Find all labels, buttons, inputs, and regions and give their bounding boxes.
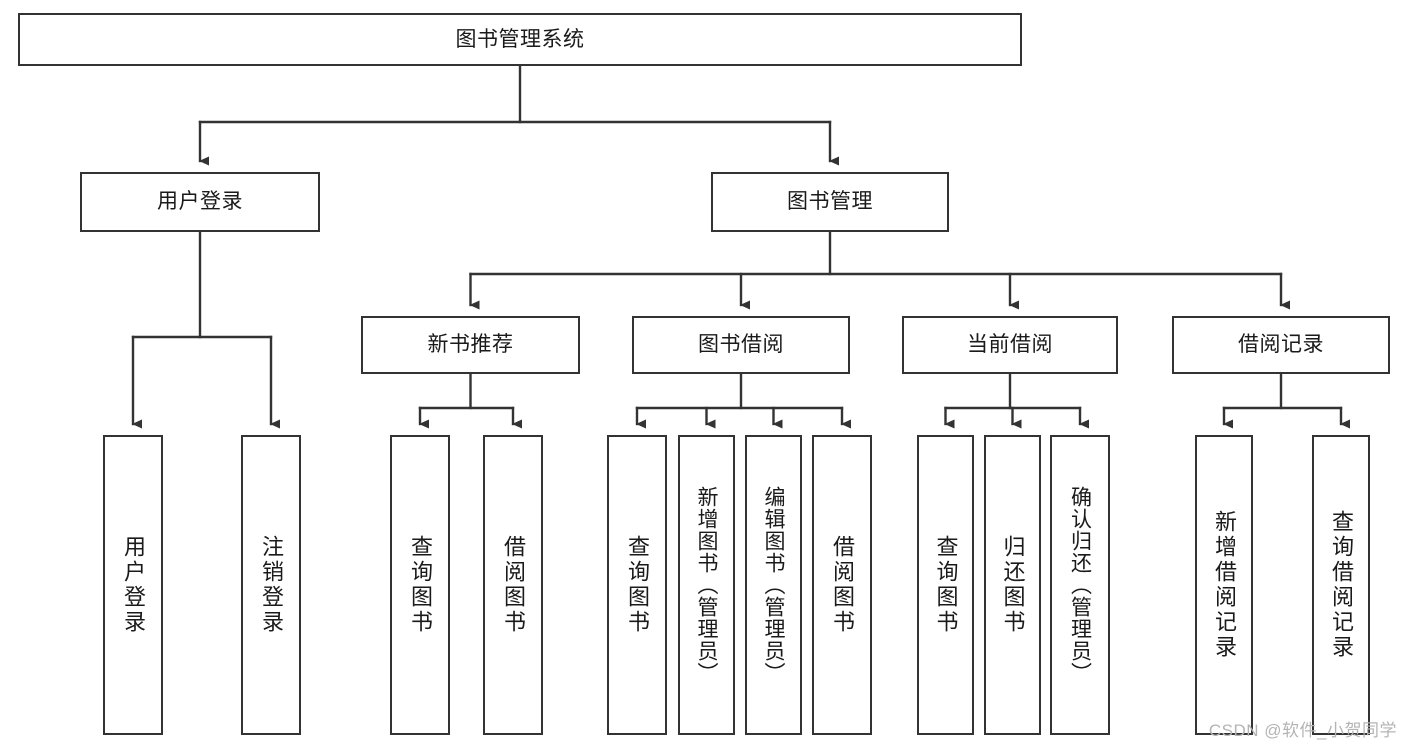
node-label: 图书管理系统 — [455, 27, 585, 51]
node-label: 编辑图书（管理员） — [762, 486, 785, 684]
node-label: 图书借阅 — [698, 333, 784, 357]
node-leaf-borrow-book[interactable]: 借阅图书 — [812, 435, 872, 735]
node-label: 图书管理 — [787, 190, 873, 214]
node-label: 借阅记录 — [1238, 333, 1324, 357]
node-leaf-query-book-rec[interactable]: 查询图书 — [390, 435, 450, 735]
node-leaf-return-book[interactable]: 归还图书 — [984, 435, 1041, 735]
node-label: 用户登录 — [157, 190, 243, 214]
node-label: 新增借阅记录 — [1212, 510, 1237, 660]
node-book-manage[interactable]: 图书管理 — [711, 172, 949, 232]
node-leaf-confirm-return[interactable]: 确认归还（管理员） — [1050, 435, 1110, 735]
node-label: 归还图书 — [1000, 535, 1026, 635]
node-label: 注销登录 — [259, 535, 284, 635]
node-leaf-query-book-borrow[interactable]: 查询图书 — [607, 435, 667, 735]
node-leaf-edit-book[interactable]: 编辑图书（管理员） — [745, 435, 802, 735]
node-user-login[interactable]: 用户登录 — [80, 172, 320, 232]
node-label: 借阅图书 — [830, 535, 855, 635]
node-borrow-record[interactable]: 借阅记录 — [1172, 316, 1390, 374]
node-new-book-rec[interactable]: 新书推荐 — [361, 316, 580, 374]
node-label: 查询图书 — [625, 535, 650, 635]
node-label: 确认归还（管理员） — [1068, 486, 1092, 684]
node-leaf-borrow-book-rec[interactable]: 借阅图书 — [483, 435, 543, 735]
node-root[interactable]: 图书管理系统 — [18, 13, 1022, 66]
node-current-borrow[interactable]: 当前借阅 — [902, 316, 1118, 374]
node-label: 新书推荐 — [427, 333, 514, 357]
node-leaf-logout[interactable]: 注销登录 — [241, 435, 301, 735]
node-label: 查询图书 — [408, 535, 433, 635]
node-label: 查询借阅记录 — [1329, 510, 1354, 660]
node-label: 当前借阅 — [967, 333, 1053, 357]
node-leaf-query-record[interactable]: 查询借阅记录 — [1312, 435, 1370, 735]
node-label: 借阅图书 — [501, 535, 526, 635]
node-label: 查询图书 — [933, 535, 959, 635]
node-leaf-user-login[interactable]: 用户登录 — [103, 435, 163, 735]
node-leaf-add-book[interactable]: 新增图书（管理员） — [678, 435, 735, 735]
node-book-borrow[interactable]: 图书借阅 — [632, 316, 850, 374]
node-label: 用户登录 — [121, 535, 146, 635]
node-label: 新增图书（管理员） — [695, 486, 718, 684]
node-leaf-query-book-current[interactable]: 查询图书 — [917, 435, 974, 735]
node-leaf-add-record[interactable]: 新增借阅记录 — [1195, 435, 1253, 735]
connector-group — [131, 64, 1350, 429]
